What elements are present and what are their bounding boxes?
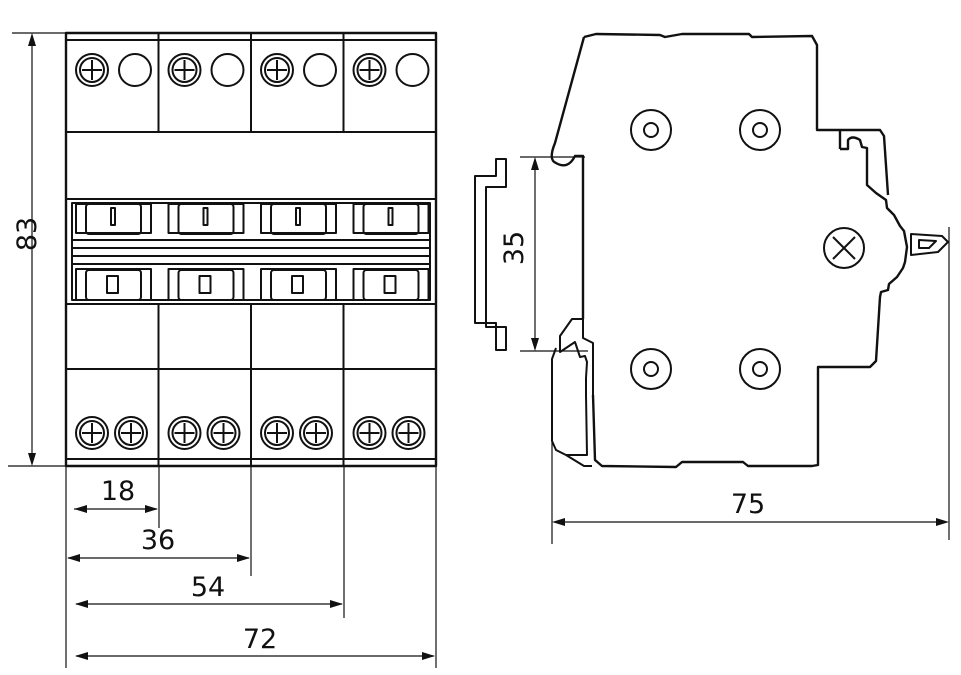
toggle-mark-I <box>110 207 116 226</box>
terminal-screw-icon <box>75 53 109 87</box>
bottom-pole-dividers <box>157 304 345 466</box>
window-mark-O <box>198 275 212 294</box>
toggle-switch <box>75 203 152 235</box>
rivet-icon <box>739 109 781 151</box>
terminal-screw-icon <box>114 416 148 450</box>
terminal-hole <box>210 53 245 87</box>
dimension-depth: 75 <box>551 227 950 544</box>
dimension-label-72: 72 <box>243 624 277 655</box>
cross-circle-icon <box>823 227 865 269</box>
dimension-label-35: 35 <box>499 231 530 265</box>
din-rail-profile <box>474 158 507 351</box>
indicator-window <box>75 268 152 301</box>
terminal-screw-icon <box>352 53 387 87</box>
dimension-din-rail: 35 <box>499 156 588 352</box>
handle-lever <box>910 233 949 256</box>
window-mark-O <box>383 275 397 294</box>
window-mark-O <box>291 275 304 294</box>
window-mark-O <box>106 275 119 294</box>
toggle-frame <box>71 202 431 301</box>
top-pole-dividers <box>157 33 345 132</box>
indicator-window-row <box>75 268 430 301</box>
toggle-switch <box>167 203 245 235</box>
bottom-terminals <box>75 416 426 450</box>
terminal-hole <box>118 53 152 87</box>
front-view <box>64 31 438 468</box>
dimension-height: 83 <box>8 32 66 467</box>
indicator-window <box>352 268 430 301</box>
terminal-screw-icon <box>391 416 426 450</box>
toggle-mark-I <box>202 207 209 226</box>
toggle-row <box>75 203 430 235</box>
terminal-screw-icon <box>206 416 241 450</box>
rivet-icon <box>630 348 672 390</box>
terminal-screw-icon <box>167 53 202 87</box>
rivet-icon <box>630 109 672 151</box>
dimension-label-54: 54 <box>191 572 225 603</box>
terminal-screw-icon <box>299 416 333 450</box>
rivet-icon <box>739 348 781 390</box>
top-terminals <box>75 53 430 87</box>
indicator-window <box>260 268 337 301</box>
terminal-screw-icon <box>75 416 109 450</box>
rivets <box>630 109 781 390</box>
terminal-screw-icon <box>352 416 387 450</box>
toggle-switch <box>352 203 430 235</box>
side-view <box>474 32 949 469</box>
dimension-label-18: 18 <box>101 476 135 507</box>
terminal-hole <box>395 53 430 87</box>
terminal-hole <box>303 53 337 87</box>
terminal-screw-icon <box>260 416 294 450</box>
dimension-label-height: 83 <box>12 217 43 251</box>
dimension-label-75: 75 <box>731 489 765 520</box>
toggle-mark-I <box>295 207 301 226</box>
indicator-window <box>167 268 245 301</box>
terminal-screw-icon <box>167 416 202 450</box>
toggle-switch <box>260 203 337 235</box>
terminal-screw-icon <box>260 53 294 87</box>
toggle-mark-I <box>387 207 394 226</box>
dimension-label-36: 36 <box>141 525 175 556</box>
din-clip <box>551 318 594 467</box>
dimension-widths: 18 36 54 72 <box>65 466 437 668</box>
side-body-outline <box>550 32 909 469</box>
